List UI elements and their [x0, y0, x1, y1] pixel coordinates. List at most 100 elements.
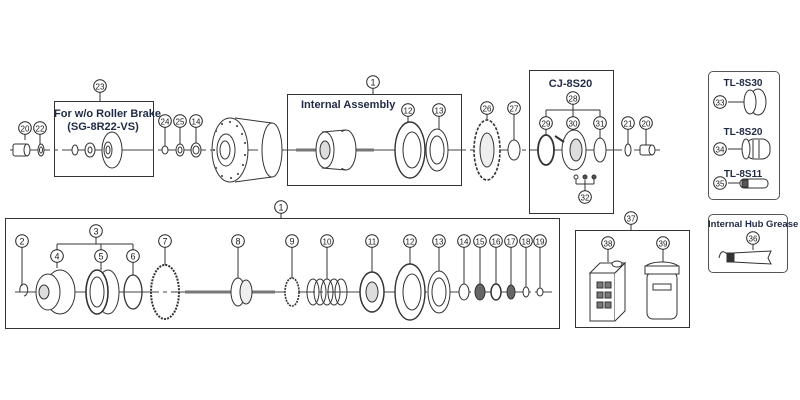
part-lock-washer-left: [37, 143, 45, 157]
callout-tool-35: 35: [713, 176, 727, 190]
callout-bottom-16-15: 16: [489, 234, 503, 248]
svg-text:28: 28: [569, 94, 578, 103]
callout-top-30-13: 30: [566, 116, 580, 130]
part-13-top: [425, 128, 449, 172]
part-38-grease-can: [588, 260, 627, 322]
roller-brake-title-line1: For w/o Roller Brake: [54, 108, 161, 120]
svg-text:37: 37: [627, 214, 636, 223]
tool-label-tl-8s11: TL-8S11: [723, 169, 763, 180]
part-15: [474, 283, 486, 301]
svg-text:21: 21: [624, 119, 633, 128]
part-36-grease-tube: [718, 250, 772, 265]
part-19: [536, 287, 544, 297]
callout-bottom-6-5: 6: [126, 249, 140, 263]
part-18: [522, 286, 530, 298]
callout-kit-39: 39: [656, 236, 670, 250]
part-16: [490, 283, 502, 301]
svg-text:20: 20: [21, 124, 30, 133]
part-24: [161, 145, 169, 155]
callout-bottom-8-7: 8: [231, 234, 245, 248]
part-internal-assembly-unit: [296, 129, 374, 171]
svg-text:35: 35: [716, 179, 725, 188]
svg-text:15: 15: [476, 237, 485, 246]
svg-text:32: 32: [581, 193, 590, 202]
svg-text:13: 13: [435, 106, 444, 115]
part-axle-nut-right: [639, 144, 656, 156]
internal-assembly-title: Internal Assembly: [301, 99, 396, 111]
callout-top-27-10: 27: [507, 101, 521, 115]
svg-text:4: 4: [54, 251, 59, 261]
svg-text:20: 20: [642, 119, 651, 128]
callout-bottom-3-2: 3: [89, 224, 103, 238]
svg-text:29: 29: [542, 119, 551, 128]
part-5-ring-gear: [85, 269, 120, 315]
cassette-joint-title: CJ-8S20: [548, 78, 593, 90]
svg-text:1: 1: [370, 77, 375, 87]
svg-text:14: 14: [192, 117, 201, 126]
part-2-clip: [19, 283, 29, 297]
tool-label-tl-8s20: TL-8S20: [723, 127, 763, 138]
svg-text:34: 34: [716, 145, 725, 154]
part-33-tool: [728, 88, 767, 116]
svg-text:6: 6: [130, 251, 135, 261]
svg-text:11: 11: [368, 237, 377, 246]
roller-brake-title-line2: (SG-8R22-VS): [67, 121, 139, 133]
cassette-joint-group-box: [529, 70, 614, 214]
internal-assembly-detail-box: [5, 218, 560, 329]
callout-top-14-5: 14: [189, 114, 203, 128]
callout-top-22-1: 22: [33, 121, 47, 135]
callout-tool-33: 33: [713, 95, 727, 109]
svg-text:25: 25: [176, 117, 185, 126]
callout-kit-37: 37: [624, 211, 638, 225]
svg-text:10: 10: [323, 237, 332, 246]
tools-group-box: [708, 71, 780, 200]
part-25: [175, 143, 185, 157]
svg-text:8: 8: [235, 236, 240, 246]
svg-text:17: 17: [507, 237, 516, 246]
callout-bottom-1-0: 1: [274, 200, 288, 214]
svg-text:12: 12: [406, 237, 415, 246]
svg-text:30: 30: [569, 119, 578, 128]
part-snap-ring: [507, 139, 521, 161]
internal-assembly-group-box: [287, 94, 462, 186]
callout-top-13-8: 13: [432, 103, 446, 117]
callout-top-29-12: 29: [539, 116, 553, 130]
callout-grease: 36: [746, 231, 760, 245]
part-30: [554, 129, 587, 171]
roller-brake-group-box: [54, 101, 154, 177]
svg-text:5: 5: [98, 251, 103, 261]
callout-bottom-17-16: 17: [504, 234, 518, 248]
callout-bottom-18-17: 18: [519, 234, 533, 248]
callout-bottom-9-8: 9: [285, 234, 299, 248]
part-12-bottom: [394, 263, 426, 321]
callout-bottom-13-12: 13: [432, 234, 446, 248]
part-13-bottom: [427, 270, 451, 314]
part-31: [593, 137, 607, 163]
callout-bottom-7-6: 7: [158, 234, 172, 248]
callout-top-25-4: 25: [173, 114, 187, 128]
part-hub-shell: [211, 117, 283, 183]
part-34-tool: [728, 138, 771, 160]
svg-text:39: 39: [659, 239, 668, 248]
svg-text:33: 33: [716, 98, 725, 107]
part-8-axle: [185, 277, 275, 307]
callout-top-20-17: 20: [639, 116, 653, 130]
part-4-driver: [35, 269, 76, 315]
svg-text:38: 38: [604, 239, 613, 248]
part-14-bottom: [458, 283, 470, 301]
part-roller-brake-spacers: [71, 131, 123, 169]
part-29: [537, 134, 555, 166]
callout-top-1-6: 1: [366, 75, 380, 89]
grease-kit-group-box: [575, 230, 690, 328]
svg-text:36: 36: [749, 234, 758, 243]
svg-text:12: 12: [404, 106, 413, 115]
callout-top-24-3: 24: [158, 114, 172, 128]
callout-bottom-2-1: 2: [15, 234, 29, 248]
part-39-grease-jar: [644, 261, 680, 320]
part-32: [573, 174, 597, 180]
callout-top-32-15: 32: [578, 190, 592, 204]
callout-bottom-4-3: 4: [50, 249, 64, 263]
part-9: [284, 277, 300, 307]
